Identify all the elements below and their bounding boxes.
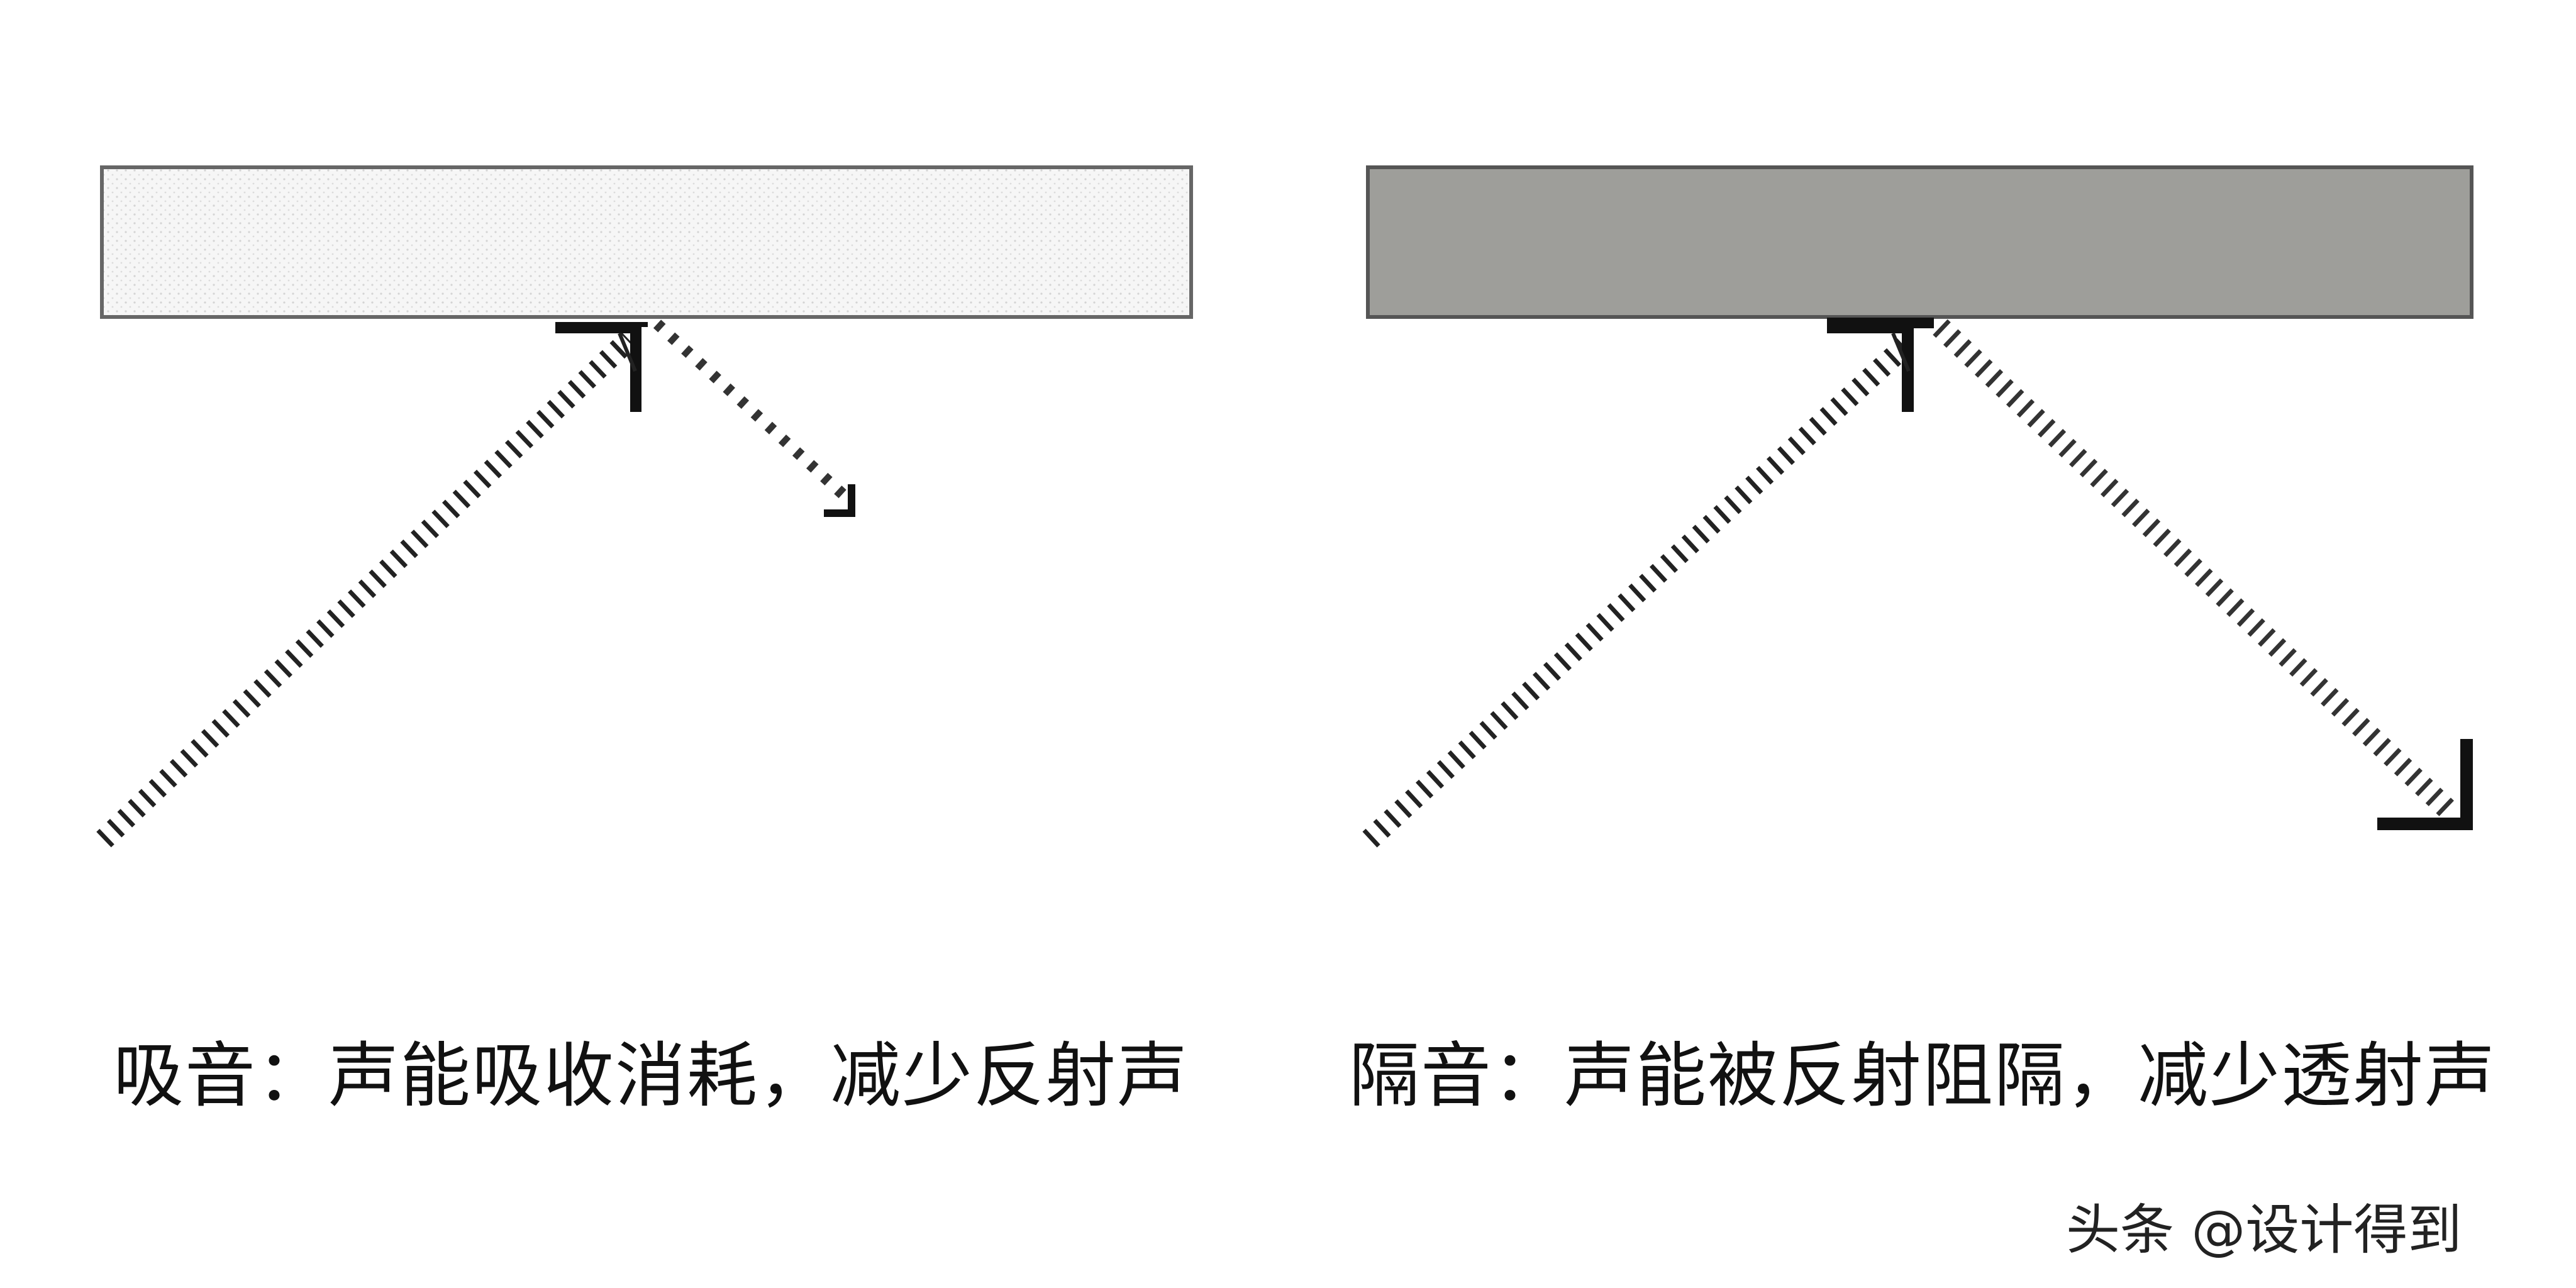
reflected-sound-ray-strong bbox=[1933, 319, 2457, 819]
incident-angle-arc bbox=[618, 332, 637, 372]
arrow-head-icon bbox=[2377, 739, 2473, 830]
incident-sound-ray bbox=[1362, 331, 1919, 848]
insulation-caption: 隔音：声能被反射阻隔，减少透射声 bbox=[1349, 1035, 2496, 1117]
incident-angle-arc bbox=[1891, 332, 1911, 372]
arrow-head-icon bbox=[824, 484, 855, 517]
absorptive-material-panel bbox=[100, 165, 1193, 319]
watermark: 头条 @设计得到 bbox=[2066, 1199, 2462, 1262]
reflected-sound-ray-weak bbox=[653, 319, 853, 504]
insulation-panel-group bbox=[1362, 165, 2473, 848]
absorption-panel-group bbox=[96, 165, 1193, 848]
angle-marker-icon bbox=[1827, 318, 1934, 412]
incident-sound-ray bbox=[96, 331, 636, 848]
insulating-material-panel bbox=[1366, 165, 2473, 319]
absorption-caption: 吸音：声能吸收消耗，减少反射声 bbox=[113, 1035, 1189, 1117]
angle-marker-icon bbox=[555, 322, 648, 412]
